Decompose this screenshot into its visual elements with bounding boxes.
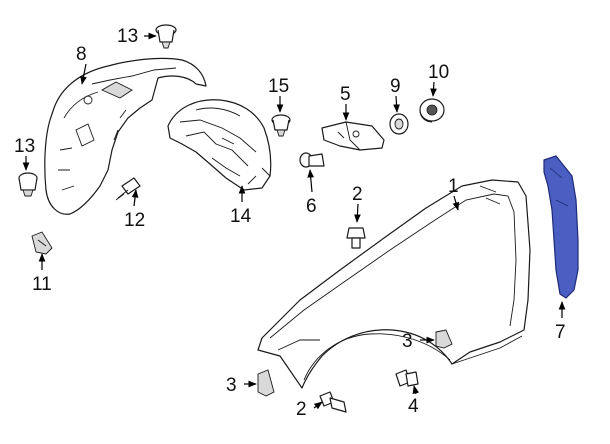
push-pin-top-part[interactable] [155,24,177,49]
push-pin-15-part[interactable] [271,114,291,137]
callout-6: 6 [306,196,317,217]
callout-2-upper: 2 [352,184,363,205]
callout-13-left: 13 [14,136,35,157]
screw-11-part[interactable] [115,177,141,201]
callout-13-top: 13 [117,26,138,47]
fender-liner-part[interactable] [44,57,207,215]
callout-15: 15 [268,76,289,97]
callout-labels: 13 8 15 5 9 10 13 6 12 14 2 1 11 7 3 3 2… [14,26,566,420]
callout-1: 1 [448,176,459,197]
callout-2-lower: 2 [296,399,307,420]
bolt-2-lower-part[interactable] [319,391,347,413]
callout-9: 7 [555,322,566,343]
leader-lines [22,32,566,410]
callout-7: 9 [390,76,401,97]
callout-12: 11 [32,274,52,295]
splash-shield-part[interactable] [167,99,272,191]
clip-3-lower-part[interactable] [257,369,275,397]
push-pin-left-part[interactable] [18,172,38,197]
front-fender-part[interactable] [257,179,531,389]
callout-10: 8 [76,44,87,65]
callout-8: 10 [428,62,449,83]
grommet-7-part[interactable] [389,113,409,135]
bushing-8-part[interactable] [419,98,445,123]
callout-3-right: 3 [402,331,413,352]
callout-5: 5 [340,84,351,105]
clip-12-part[interactable] [31,231,53,255]
callout-3-lower: 3 [226,375,237,396]
callout-11: 12 [124,210,145,231]
fender-seal-part[interactable] [543,155,579,299]
bolt-4-part[interactable] [395,369,419,387]
clip-3-right-part[interactable] [435,329,453,349]
callout-14: 14 [230,206,252,227]
bracket-5-part[interactable] [321,121,385,151]
bolt-2-upper-part[interactable] [346,227,366,249]
callout-4: 4 [408,396,419,417]
pin-bolt-6-part[interactable] [299,152,325,168]
